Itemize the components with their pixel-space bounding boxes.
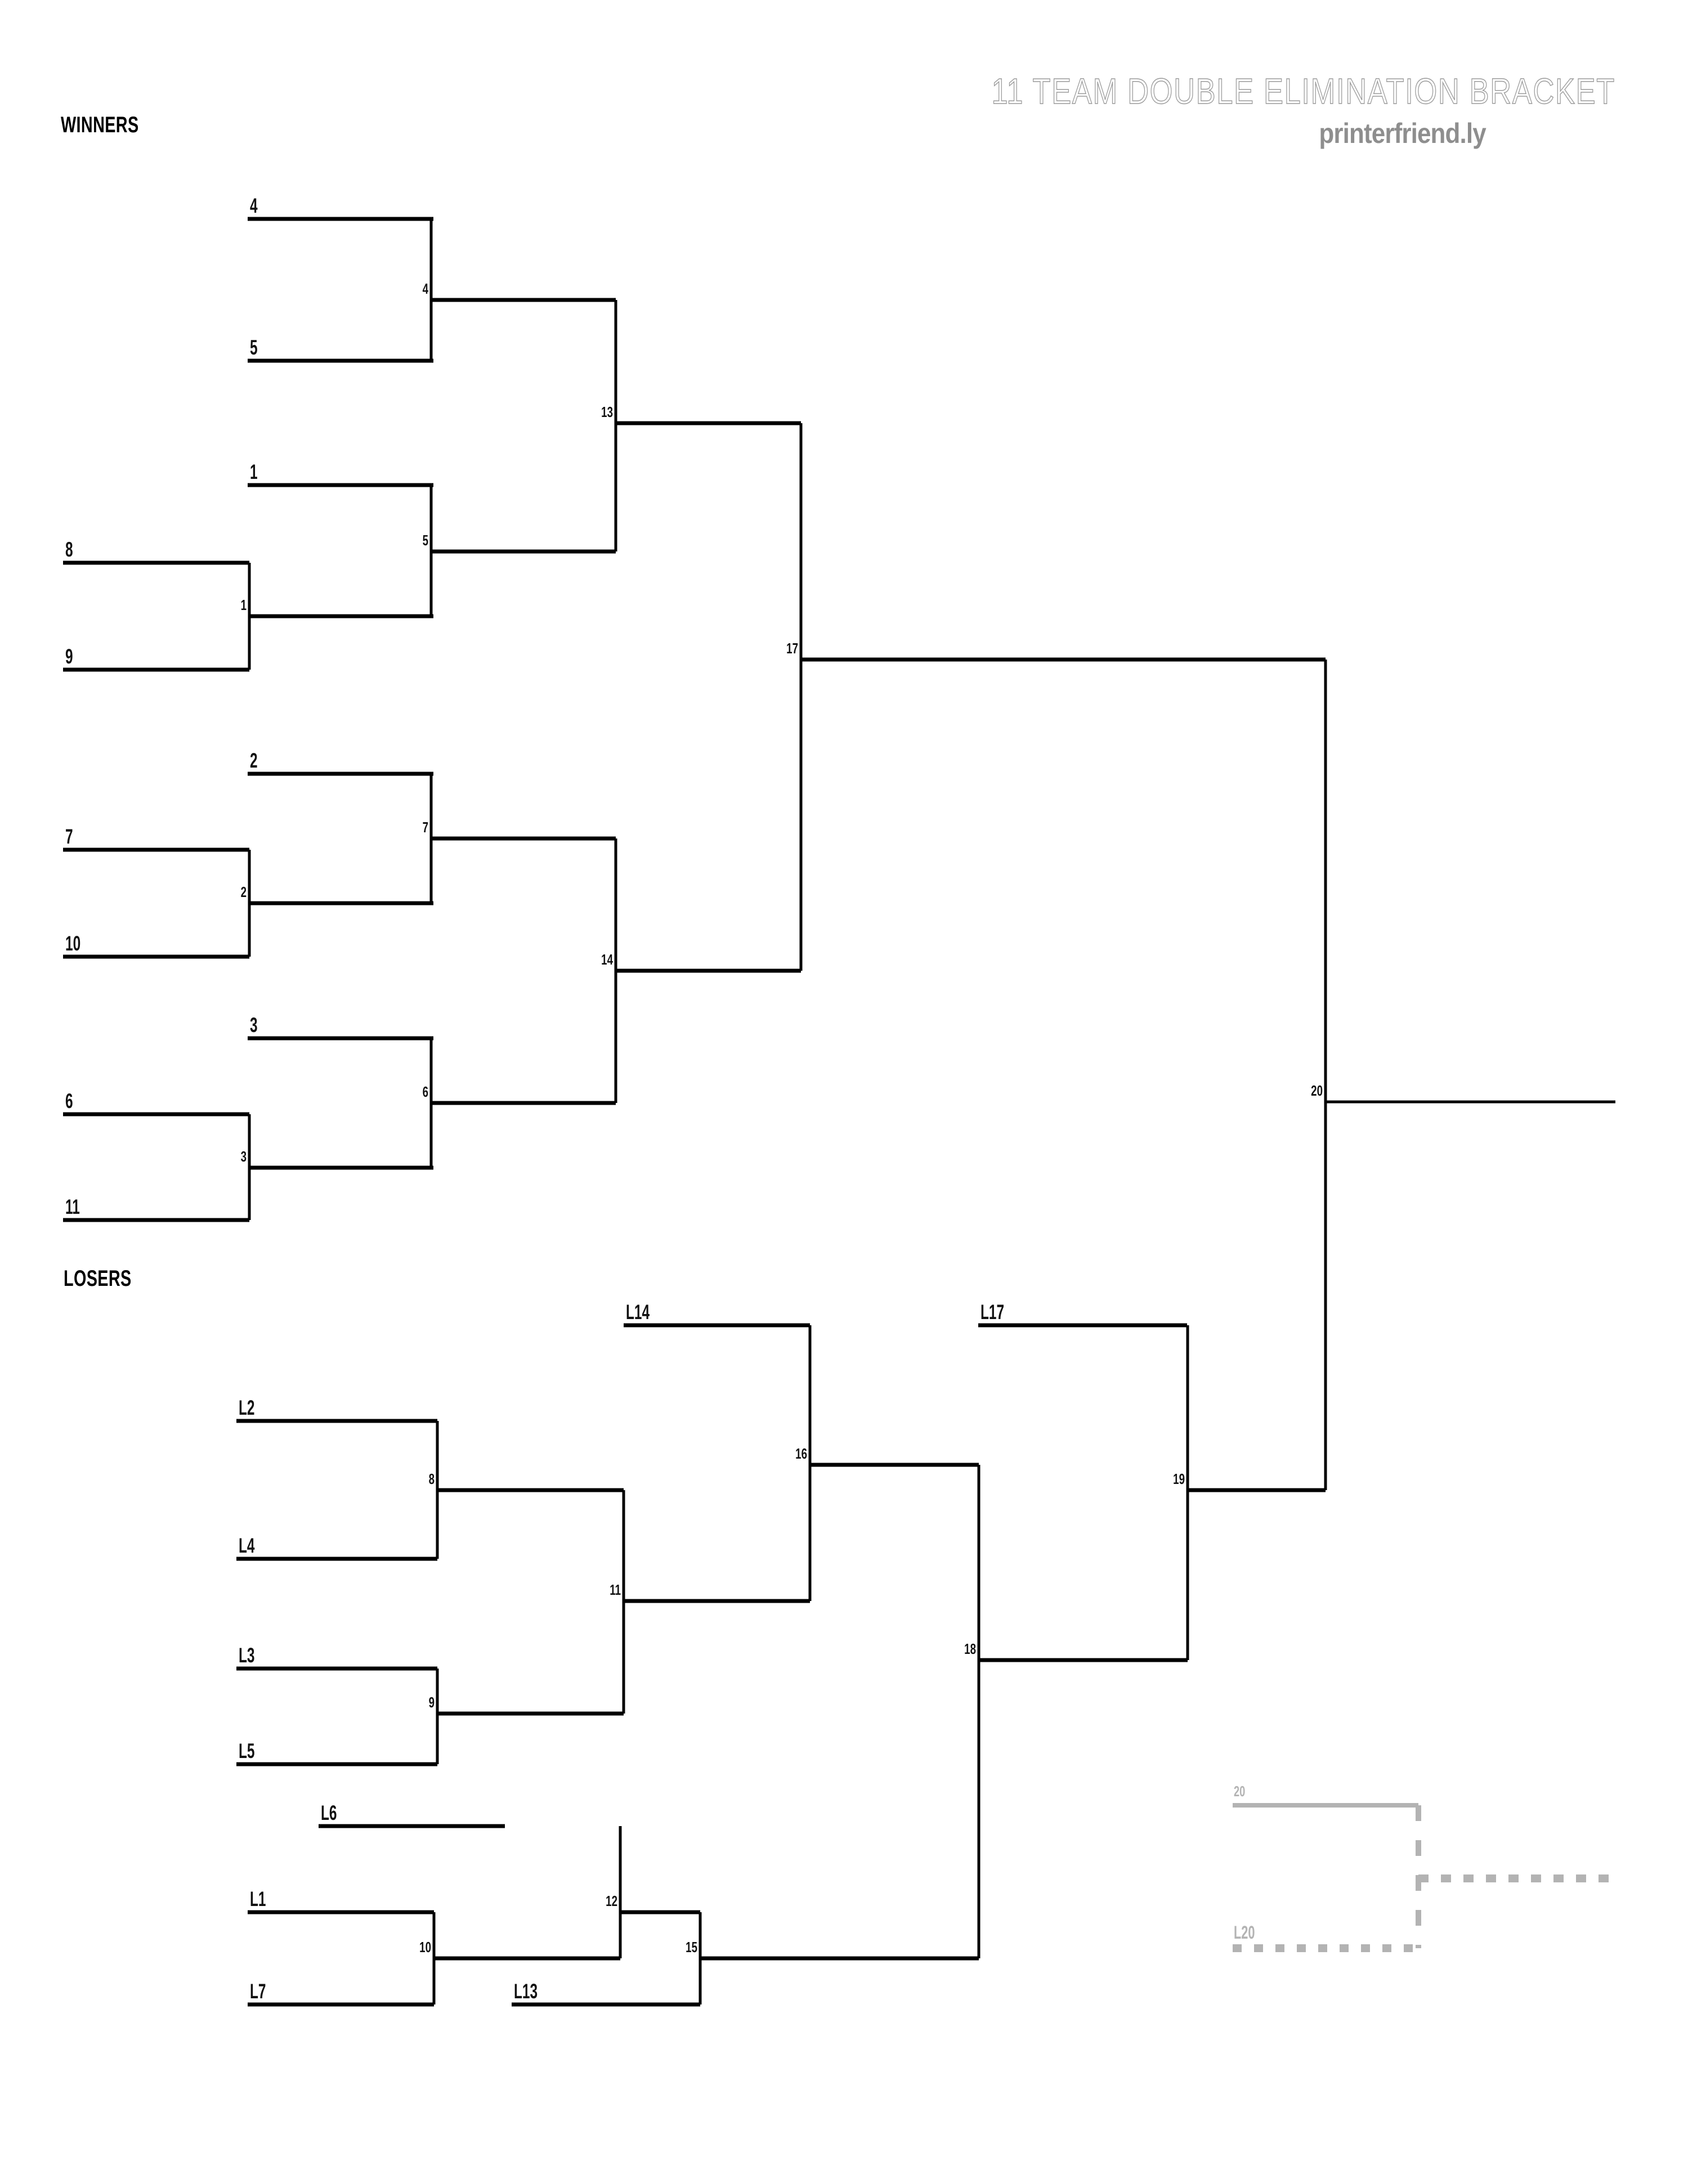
winners-slot-label-6: 6 — [65, 1089, 73, 1113]
winners-slot-label-8: 8 — [65, 538, 73, 561]
winners-slot-label-10: 10 — [65, 932, 81, 955]
winners-match-number-14: 14 — [601, 951, 613, 968]
winners-match-number-5: 5 — [422, 532, 428, 549]
losers-slot-label-L4: L4 — [239, 1534, 255, 1557]
final-match-number-20: 20 — [1311, 1082, 1323, 1099]
losers-match-number-15: 15 — [686, 1939, 697, 1956]
if-necessary-top-label: 20 — [1234, 1783, 1246, 1800]
losers-slot-label-L13: L13 — [514, 1980, 538, 2003]
losers-match-number-11: 11 — [610, 1581, 621, 1598]
section-label-winners: WINNERS — [61, 113, 139, 137]
losers-match-number-19: 19 — [1173, 1470, 1185, 1487]
winners-match-number-2: 2 — [240, 884, 247, 900]
losers-match-number-18: 18 — [964, 1640, 976, 1657]
losers-slot-label-L17: L17 — [980, 1300, 1005, 1324]
losers-slot-label-L3: L3 — [239, 1644, 255, 1667]
bracket-line-group — [63, 217, 1615, 2007]
losers-slot-label-L1: L1 — [250, 1887, 266, 1911]
losers-slot-label-L2: L2 — [239, 1396, 255, 1419]
losers-slot-label-L7: L7 — [250, 1980, 266, 2003]
winners-slot-label-1: 1 — [250, 460, 258, 483]
winners-slot-label-7: 7 — [65, 825, 73, 848]
winners-match-number-13: 13 — [601, 403, 613, 420]
winners-match-number-1: 1 — [240, 597, 247, 613]
winners-slot-label-5: 5 — [250, 336, 258, 359]
winners-slot-label-4: 4 — [250, 194, 258, 217]
if-necessary-bottom-label: L20 — [1234, 1922, 1255, 1943]
winners-match-number-4: 4 — [422, 280, 428, 297]
section-label-losers: LOSERS — [64, 1266, 132, 1291]
winners-slot-label-2: 2 — [250, 749, 258, 772]
losers-match-number-16: 16 — [795, 1445, 807, 1462]
winners-match-number-7: 7 — [422, 819, 428, 836]
winners-slot-label-11: 11 — [65, 1195, 80, 1218]
losers-match-number-12: 12 — [606, 1892, 617, 1909]
winners-slot-label-3: 3 — [250, 1013, 258, 1037]
losers-slot-label-L14: L14 — [626, 1300, 650, 1324]
losers-slot-label-L6: L6 — [321, 1801, 337, 1824]
winners-slot-label-9: 9 — [65, 645, 73, 668]
losers-match-number-8: 8 — [428, 1470, 435, 1487]
losers-slot-label-L5: L5 — [239, 1739, 255, 1763]
winners-match-number-6: 6 — [422, 1083, 428, 1100]
winners-match-number-3: 3 — [240, 1148, 247, 1165]
losers-match-number-9: 9 — [428, 1694, 435, 1711]
winners-match-number-17: 17 — [786, 640, 798, 657]
losers-match-number-10: 10 — [419, 1939, 431, 1956]
